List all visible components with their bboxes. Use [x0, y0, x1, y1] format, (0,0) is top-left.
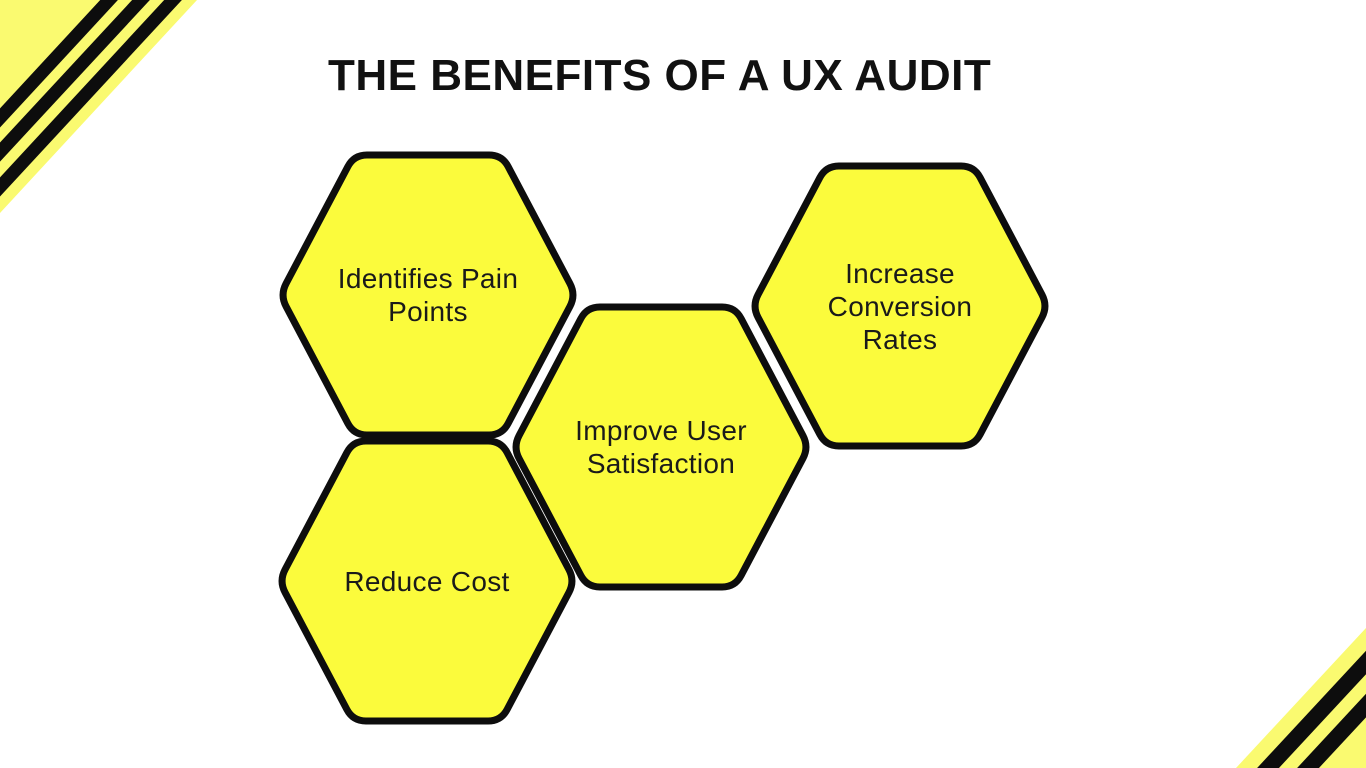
corner-triangle: [0, 0, 197, 213]
hexagon-improve-user-satisfaction: Improve User Satisfaction: [512, 303, 810, 591]
hexagon-shape: [278, 437, 576, 725]
hexagon-shape: [512, 303, 810, 591]
hexagon-label: Improve User Satisfaction: [575, 415, 747, 479]
hexagon-increase-conversion-rates: Increase Conversion Rates: [751, 162, 1049, 450]
diagonal-stripe: [1281, 678, 1366, 768]
diagonal-stripe: [0, 0, 197, 213]
diagonal-stripe: [0, 0, 167, 179]
hexagon-shape: [279, 151, 577, 439]
corner-decoration-bottom-right: [1236, 628, 1366, 768]
diagonal-stripe: [1241, 635, 1366, 768]
hexagon-label: Reduce Cost: [344, 565, 510, 597]
hexagon-reduce-cost: Reduce Cost: [278, 437, 576, 725]
hexagon-shape: [751, 162, 1049, 450]
page-title: THE BENEFITS OF A UX AUDIT: [328, 51, 992, 100]
hexagon-identifies-pain-points: Identifies Pain Points: [279, 151, 577, 439]
corner-decoration-top-left: [0, 0, 197, 213]
diagonal-stripe: [0, 0, 135, 145]
hexagon-label: Identifies Pain Points: [337, 263, 519, 327]
hexagon-label: Increase Conversion Rates: [827, 257, 973, 355]
